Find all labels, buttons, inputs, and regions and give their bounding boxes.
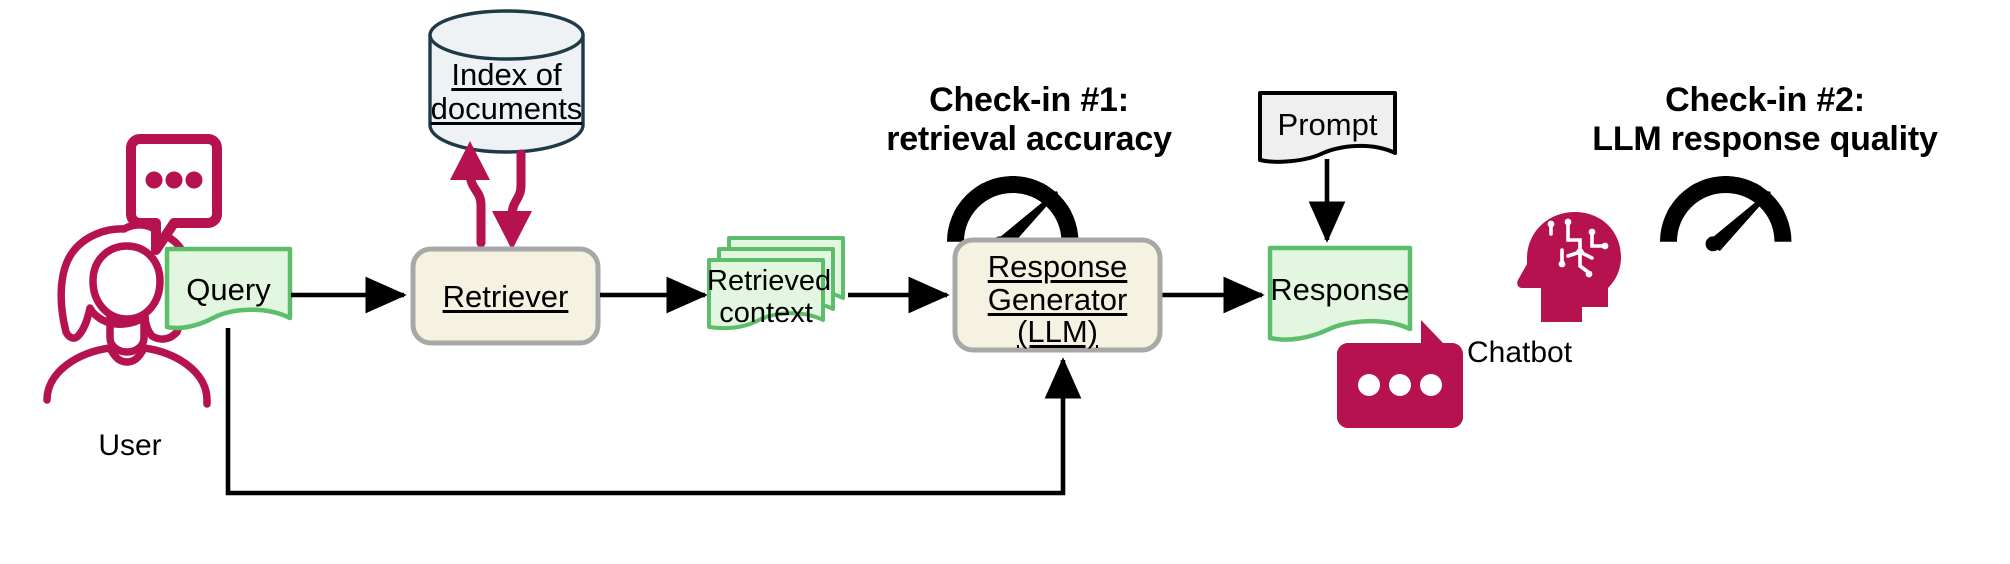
response-generator-node[interactable] <box>952 237 1163 353</box>
query-feedback-loop-arrow <box>225 328 1082 496</box>
index-to-retriever-arrow <box>492 149 532 250</box>
retriever-to-index-arrow <box>450 141 490 248</box>
query-node[interactable] <box>164 246 293 331</box>
person-icon <box>43 221 211 408</box>
speech-bubble-filled-icon <box>1337 320 1463 428</box>
prompt-node[interactable] <box>1258 91 1397 164</box>
index-of-documents-node[interactable] <box>428 9 585 154</box>
response-node[interactable] <box>1267 245 1413 342</box>
ai-head-icon <box>1517 212 1621 322</box>
retrieved-context-node[interactable] <box>707 236 845 331</box>
speech-bubble-outline-icon <box>126 134 222 255</box>
gauge-icon <box>1660 176 1792 252</box>
retriever-node[interactable] <box>410 246 601 346</box>
